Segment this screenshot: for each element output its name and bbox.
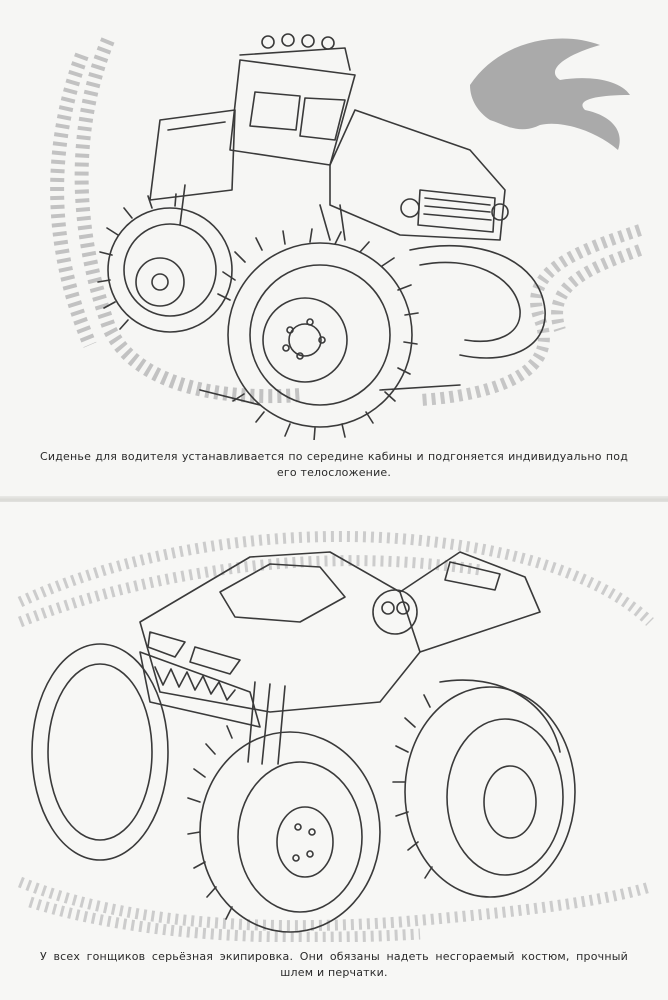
monster-truck-illustration-2 xyxy=(17,530,654,942)
tire-track-decoration xyxy=(17,530,654,942)
caption: Сиденье для водителя устанавливается по … xyxy=(40,450,628,479)
coloring-page-top: Сиденье для водителя устанавливается по … xyxy=(0,0,668,498)
monster-truck-illustration xyxy=(50,33,643,440)
page-fold xyxy=(0,496,668,504)
tire-track-decoration xyxy=(50,37,301,404)
flame-decoration xyxy=(470,38,630,151)
tire-track-decoration xyxy=(419,224,643,406)
coloring-page-bottom: У всех гонщиков серьёзная экипировка. Он… xyxy=(0,502,668,1000)
caption: У всех гонщиков серьёзная экипировка. Он… xyxy=(40,950,628,979)
